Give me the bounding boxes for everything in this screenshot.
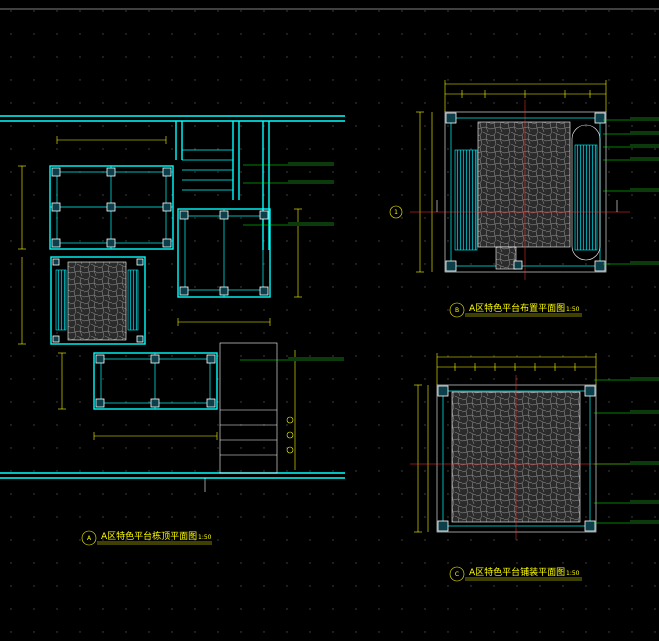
- section-marker-label: 1: [394, 209, 398, 216]
- left-plan-tag-circle: [81, 530, 97, 546]
- left-plan-title: A A区特色平台栋顶平面图 1:50: [81, 530, 212, 546]
- top-right-plan-tag: B: [455, 307, 459, 314]
- left-plan-title-text: A区特色平台栋顶平面图: [101, 530, 197, 542]
- left-roof-plan: [0, 115, 345, 492]
- top-right-layout-plan: 1: [389, 80, 659, 280]
- bottom-right-paving-plan: [410, 353, 659, 540]
- left-plan-tag: A: [87, 535, 92, 542]
- left-plan-scale: 1:50: [198, 534, 212, 541]
- section-marker-circle: [389, 205, 403, 219]
- top-right-plan-title: B A区特色平台布置平面图 1:50: [449, 302, 582, 318]
- bottom-right-plan-tag-circle: [449, 566, 465, 582]
- bottom-right-plan-tag: C: [455, 571, 459, 578]
- top-right-plan-title-text: A区特色平台布置平面图: [469, 302, 565, 314]
- bottom-right-plan-scale: 1:50: [566, 570, 580, 577]
- top-right-plan-tag-circle: [449, 302, 465, 318]
- bottom-right-plan-title-text: A区特色平台铺装平面图: [469, 566, 565, 578]
- bottom-right-plan-title: C A区特色平台铺装平面图 1:50: [449, 566, 582, 582]
- top-right-plan-scale: 1:50: [566, 306, 580, 313]
